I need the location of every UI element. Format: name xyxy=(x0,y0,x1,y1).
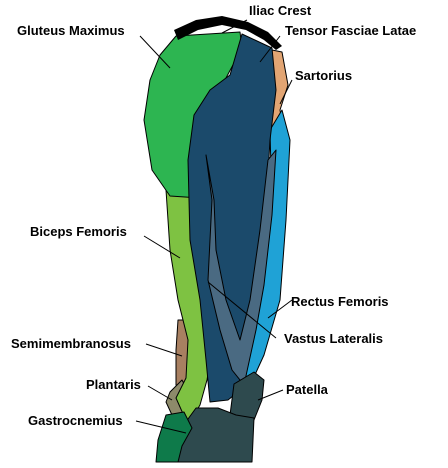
label-biceps-femoris: Biceps Femoris xyxy=(30,224,127,239)
iliac-crest-bone xyxy=(174,16,282,50)
lower-leg-shank xyxy=(177,407,255,463)
leader-biceps-femoris xyxy=(143,235,181,259)
label-iliac-crest: Iliac Crest xyxy=(249,3,312,18)
leader-iliac-crest xyxy=(221,19,248,34)
label-patella: Patella xyxy=(286,382,329,397)
leader-semimembranosus xyxy=(145,343,183,357)
leader-vastus-lateralis xyxy=(207,281,277,339)
label-rectus-femoris: Rectus Femoris xyxy=(291,294,389,309)
leader-patella xyxy=(257,389,284,401)
vastus-lateralis-muscle xyxy=(205,149,277,386)
gastrocnemius-muscle xyxy=(155,411,193,463)
leader-gluteus-maximus xyxy=(139,35,171,69)
leader-rectus-femoris xyxy=(267,299,293,319)
leader-tensor-fasciae-latae xyxy=(259,35,281,63)
label-gluteus-maximus: Gluteus Maximus xyxy=(17,23,125,38)
label-vastus-lateralis: Vastus Lateralis xyxy=(284,331,383,346)
label-plantaris: Plantaris xyxy=(86,377,141,392)
leader-plantaris xyxy=(147,385,173,401)
label-semimembranosus: Semimembranosus xyxy=(11,336,131,351)
label-sartorius: Sartorius xyxy=(295,68,352,83)
label-gastrocnemius: Gastrocnemius xyxy=(28,413,123,428)
leader-sartorius xyxy=(279,79,293,105)
label-tensor-fasciae-latae: Tensor Fasciae Latae xyxy=(285,23,416,38)
leader-gastrocnemius xyxy=(135,420,187,434)
